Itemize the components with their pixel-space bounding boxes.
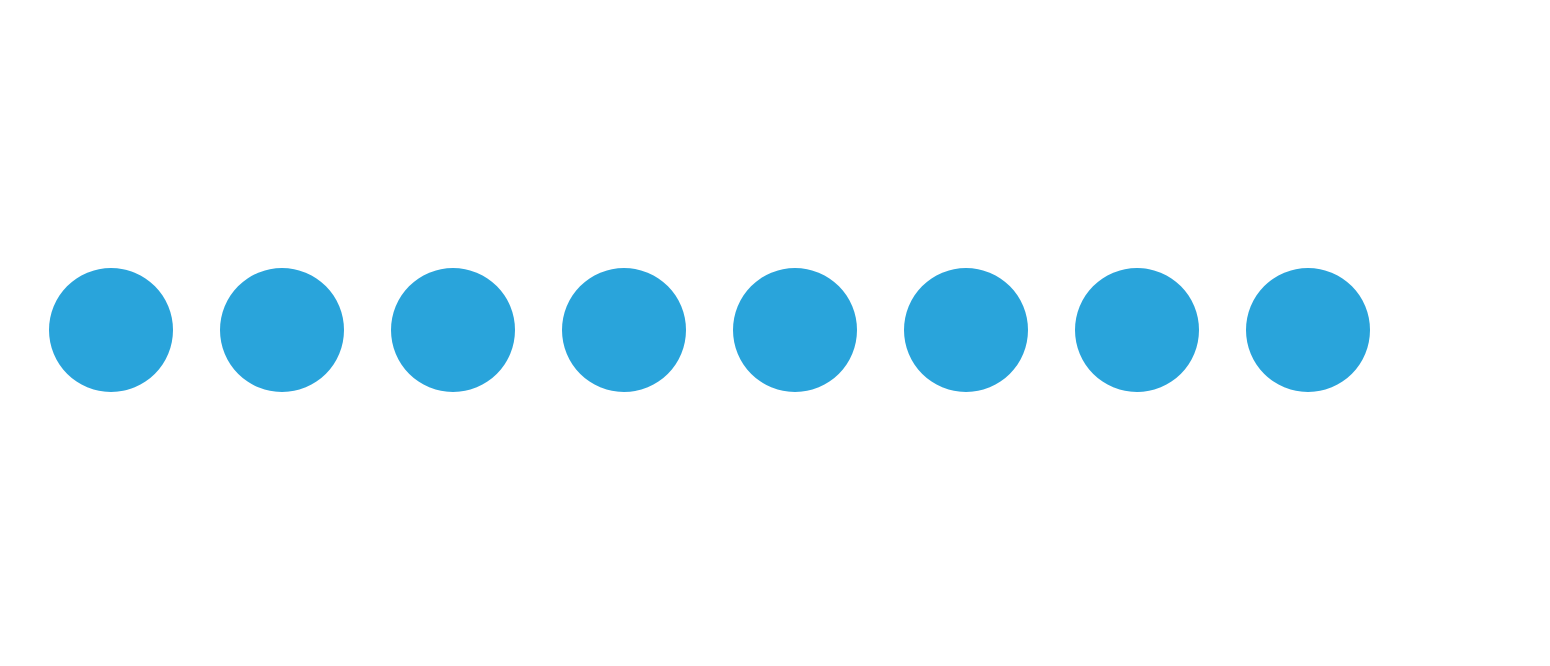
dot-icon — [49, 268, 173, 392]
dot-icon — [220, 268, 344, 392]
dot-icon — [1246, 268, 1370, 392]
dot-icon — [1075, 268, 1199, 392]
dot-icon — [562, 268, 686, 392]
dot-icon — [904, 268, 1028, 392]
dot-icon — [391, 268, 515, 392]
dot-row — [49, 268, 1370, 392]
dot-icon — [733, 268, 857, 392]
